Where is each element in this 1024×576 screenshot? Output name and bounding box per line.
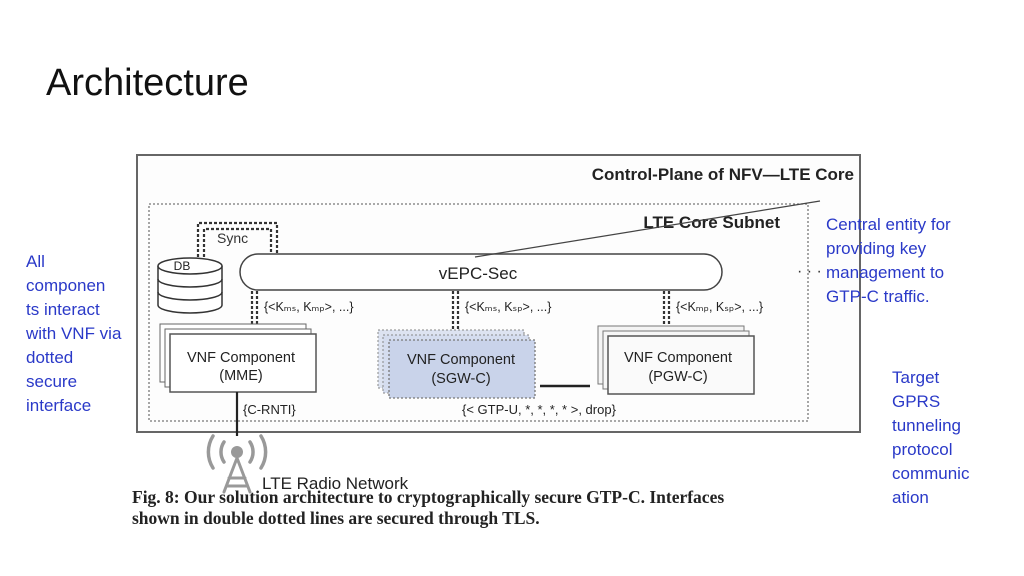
db-label: DB xyxy=(174,259,191,273)
mme-component-title: VNF Component xyxy=(187,350,295,366)
vepc-sec-label: vEPC-Sec xyxy=(439,264,518,283)
gtp-label: {< GTP-U, *, *, *, * >, drop} xyxy=(462,402,617,417)
sgw-component-subtitle: (SGW-C) xyxy=(431,371,490,387)
annotation-left: All componen ts interact with VNF via do… xyxy=(26,252,122,415)
pgw-component-title: VNF Component xyxy=(624,350,732,366)
pgw-component-subtitle: (PGW-C) xyxy=(648,369,707,385)
annotation-right-top: Central entity for providing key managem… xyxy=(826,215,951,306)
sync-label: Sync xyxy=(217,230,248,246)
lte-core-subnet-box xyxy=(148,203,809,422)
vepc-sec-pill xyxy=(239,253,723,291)
sgw-key-label: {<Kₘₛ, Kₛₚ>, ...} xyxy=(465,300,551,314)
pgw-interface-link xyxy=(662,291,671,326)
annotation-right-bottom: Target GPRS tunneling protocol communic … xyxy=(892,368,970,507)
sgw-interface-link xyxy=(451,291,460,330)
radio-network-label: LTE Radio Network xyxy=(262,474,409,493)
control-plane-label: Control-Plane of NFV—LTE Core xyxy=(592,165,854,184)
vnf-component-mme xyxy=(159,323,317,393)
vepc-ellipsis: · · · xyxy=(797,263,822,280)
vnf-component-pgw xyxy=(597,325,755,395)
subnet-label: LTE Core Subnet xyxy=(643,213,780,232)
mme-interface-link xyxy=(250,291,259,324)
crnti-label: {C-RNTI} xyxy=(243,402,296,417)
radio-tower-icon xyxy=(206,434,268,494)
slide-title: Architecture xyxy=(46,62,249,104)
pgw-key-label: {<Kₘₚ, Kₛₚ>, ...} xyxy=(676,300,763,314)
mme-key-label: {<Kₘₛ, Kₘₚ>, ...} xyxy=(264,300,354,314)
figure-caption: Fig. 8: Our solution architecture to cry… xyxy=(132,487,912,529)
annotation-pointer-line xyxy=(474,200,821,258)
db-icon xyxy=(157,257,223,314)
caption-line-1: Fig. 8: Our solution architecture to cry… xyxy=(132,487,725,507)
sync-link xyxy=(196,221,279,262)
caption-line-2: shown in double dotted lines are secured… xyxy=(132,508,540,528)
sgw-component-title: VNF Component xyxy=(407,352,515,368)
mme-component-subtitle: (MME) xyxy=(219,368,263,384)
vnf-component-sgw xyxy=(377,329,536,399)
